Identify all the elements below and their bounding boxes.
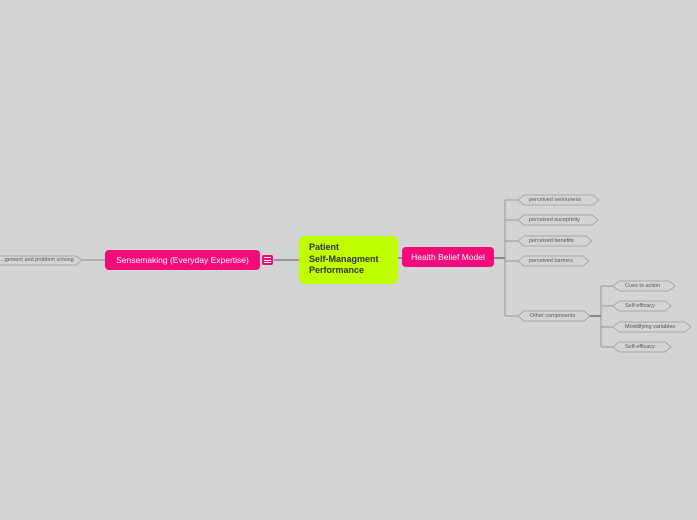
- subtopic-other-components[interactable]: Other components: [530, 311, 575, 321]
- topic-sensemaking-label: Sensemaking (Everyday Expertise): [116, 255, 249, 265]
- topic-health-belief-model-label: Health Belief Model: [411, 252, 485, 262]
- subtopic-perceived-barriers[interactable]: perceived barriers: [529, 256, 573, 266]
- subtopic-label: perceived barriers: [529, 258, 574, 264]
- subtopic-label: Other components: [530, 313, 576, 319]
- central-topic[interactable]: Patient Self-Managment Performance: [299, 236, 398, 284]
- subtopic-label: Self-efficacy: [625, 344, 655, 350]
- central-topic-line-3: Performance: [309, 265, 365, 275]
- subtopic-label: perceived benefits: [529, 238, 574, 244]
- subtopic-cues-to-action[interactable]: Cues to action: [625, 281, 660, 291]
- subtopic-label: Moddifying variables: [625, 324, 676, 330]
- subtopic-label: Self-efficacy: [625, 303, 655, 309]
- subtopic-label: Cues to action: [625, 283, 661, 289]
- subtopic-problem-solving[interactable]: ...gement and problem solving: [0, 255, 74, 265]
- subtopic-perceived-susceptivity[interactable]: perceived suceptivity: [529, 215, 580, 225]
- central-topic-line-1: Patient: [309, 242, 340, 252]
- subtopic-perceived-seriousness[interactable]: perceived seriouness: [529, 195, 581, 205]
- central-topic-line-2: Self-Managment: [309, 253, 379, 264]
- topic-sensemaking[interactable]: Sensemaking (Everyday Expertise): [105, 250, 260, 270]
- list-icon[interactable]: [262, 255, 273, 265]
- subtopic-label: perceived suceptivity: [529, 217, 581, 223]
- subtopic-modifying-variables[interactable]: Moddifying variables: [625, 322, 675, 332]
- topic-health-belief-model[interactable]: Health Belief Model: [402, 247, 494, 267]
- subtopic-problem-solving-label: ...gement and problem solving: [0, 257, 74, 263]
- subtopic-perceived-benefits[interactable]: perceived benefits: [529, 236, 574, 246]
- subtopic-self-efficacy-2[interactable]: Self-efficacy: [625, 342, 655, 352]
- subtopic-label: perceived seriouness: [529, 197, 581, 203]
- subtopic-self-efficacy-1[interactable]: Self-efficacy: [625, 301, 655, 311]
